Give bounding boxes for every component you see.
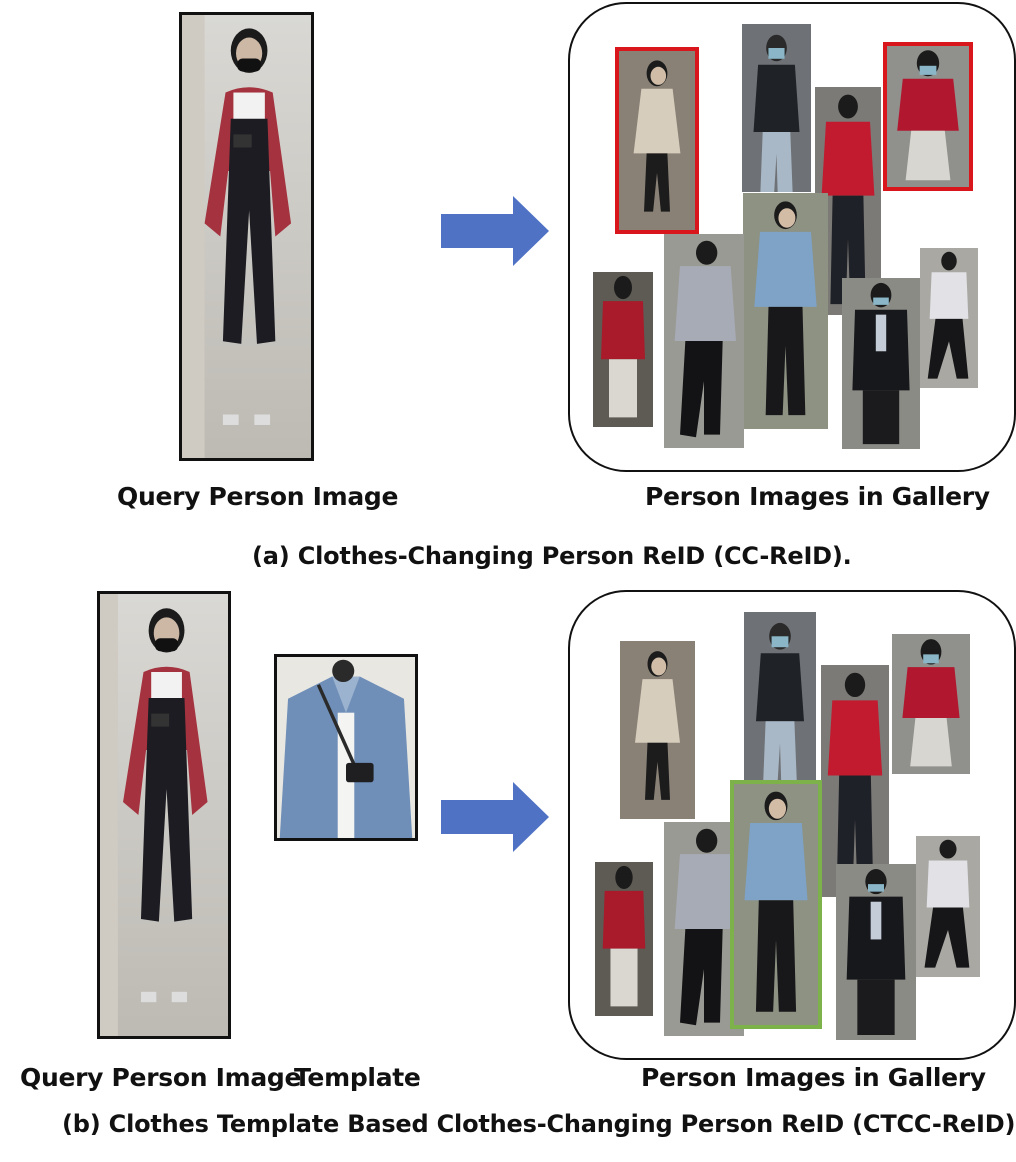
gallery-b-person-white-top bbox=[916, 836, 980, 977]
gallery-a-person-grey-sweater bbox=[664, 234, 744, 448]
gallery-b-person-black-coat bbox=[836, 864, 916, 1040]
gallery-b-person-red-back bbox=[821, 665, 889, 897]
caption-a: (a) Clothes-Changing Person ReID (CC-ReI… bbox=[252, 542, 852, 570]
gallery-b-person-denim-jacket bbox=[733, 783, 819, 1026]
gallery-a-person-white-top bbox=[920, 248, 978, 388]
template-label: Template bbox=[294, 1063, 421, 1092]
gallery-a-person-denim-jacket bbox=[743, 193, 828, 429]
query-person-image-b bbox=[100, 594, 228, 1036]
gallery-b-person-red-sweater bbox=[892, 634, 970, 774]
gallery-b-person-red-jacket-small bbox=[595, 862, 653, 1016]
gallery-a-person-black-jacket bbox=[742, 24, 811, 192]
gallery-label-a: Person Images in Gallery bbox=[645, 482, 990, 511]
gallery-a-person-red-sweater bbox=[886, 45, 970, 188]
gallery-label-b: Person Images in Gallery bbox=[641, 1063, 986, 1092]
gallery-b-person-beige-coat bbox=[620, 641, 695, 819]
arrow-b-icon bbox=[441, 782, 549, 852]
gallery-b-person-grey-sweater bbox=[664, 822, 744, 1036]
caption-b: (b) Clothes Template Based Clothes-Chang… bbox=[62, 1110, 1016, 1138]
gallery-b-person-black-jacket bbox=[744, 612, 816, 782]
arrow-a-icon bbox=[441, 196, 549, 266]
clothes-template-image bbox=[277, 657, 415, 838]
query-label-b: Query Person Image bbox=[20, 1063, 302, 1092]
gallery-a-person-black-coat bbox=[842, 278, 920, 449]
query-label-a: Query Person Image bbox=[117, 482, 399, 511]
gallery-a-person-beige-coat bbox=[618, 50, 696, 231]
gallery-a-person-red-jacket-small bbox=[593, 272, 653, 427]
query-person-image-a bbox=[181, 14, 312, 459]
